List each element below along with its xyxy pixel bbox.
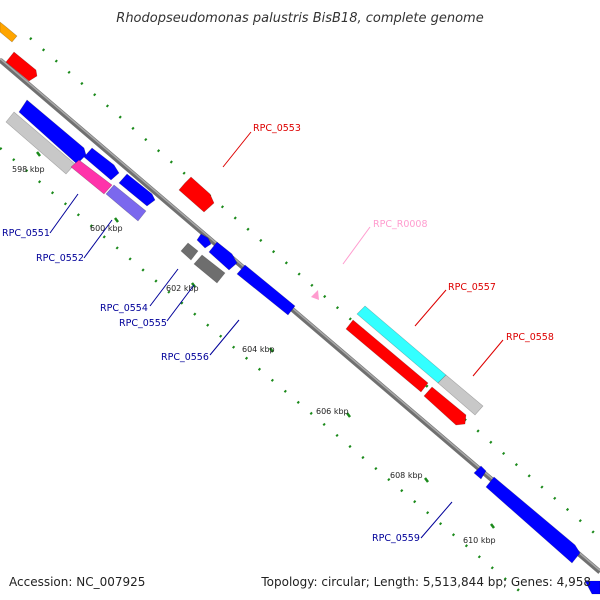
kbp-label-598: 598 kbp [12,165,45,174]
gene-blue-598[interactable] [18,99,87,165]
gene-orange[interactable] [0,21,18,43]
kbp-label-602: 602 kbp [166,284,199,293]
gene-blue-small[interactable] [196,233,212,249]
kbp-tick-marks [36,151,495,529]
label-rpc-r0008[interactable]: RPC_R0008 [373,219,428,230]
accession-text: Accession: NC_007925 [9,575,145,589]
gene-rpc-0558[interactable] [437,374,484,416]
inner-tick-track [0,147,531,600]
gene-rpc-0559-small[interactable] [473,465,487,480]
gene-blue-edge[interactable] [584,580,600,595]
label-rpc-0559[interactable]: RPC_0559 [372,533,420,544]
gene-red-606b[interactable] [423,386,467,426]
gene-labels: RPC_0553 RPC_R0008 RPC_0557 RPC_0558 RPC… [2,123,554,544]
label-rpc-0556[interactable]: RPC_0556 [161,352,209,363]
label-rpc-0551[interactable]: RPC_0551 [2,228,50,239]
label-rpc-0557[interactable]: RPC_0557 [448,282,496,293]
gene-rpc-r0008[interactable] [311,290,319,300]
gene-red-606a[interactable] [345,319,429,393]
kbp-label-606: 606 kbp [316,407,349,416]
gene-rpc-0556[interactable] [236,264,296,316]
gene-rpc-0551[interactable] [70,159,113,195]
kbp-label-604: 604 kbp [242,345,275,354]
label-rpc-0555[interactable]: RPC_0555 [119,318,167,329]
topology-text: Topology: circular; Length: 5,513,844 bp… [260,575,591,589]
label-rpc-0553[interactable]: RPC_0553 [253,123,301,134]
outer-tick-track [29,37,600,539]
gene-gray-598[interactable] [5,111,76,175]
leader-lines [49,131,504,539]
gene-rpc-0554[interactable] [180,242,199,261]
kbp-label-610: 610 kbp [463,536,496,545]
gene-rpc-0553[interactable] [178,176,215,213]
kbp-label-608: 608 kbp [390,471,423,480]
gene-blue-600a[interactable] [83,147,120,181]
label-rpc-0554[interactable]: RPC_0554 [100,303,148,314]
genes-outer [0,21,484,416]
label-rpc-0558[interactable]: RPC_0558 [506,332,554,343]
gene-rpc-0552[interactable] [105,184,147,222]
gene-blue-602[interactable] [208,241,238,271]
gene-blue-600b[interactable] [118,173,156,207]
genes-inner [5,99,600,595]
gene-red-top[interactable] [5,51,38,82]
label-rpc-0552[interactable]: RPC_0552 [36,253,84,264]
gene-rpc-0555[interactable] [193,254,226,284]
gene-blue-610[interactable] [485,476,581,564]
map-title: Rhodopseudomonas palustris BisB18, compl… [116,11,483,26]
